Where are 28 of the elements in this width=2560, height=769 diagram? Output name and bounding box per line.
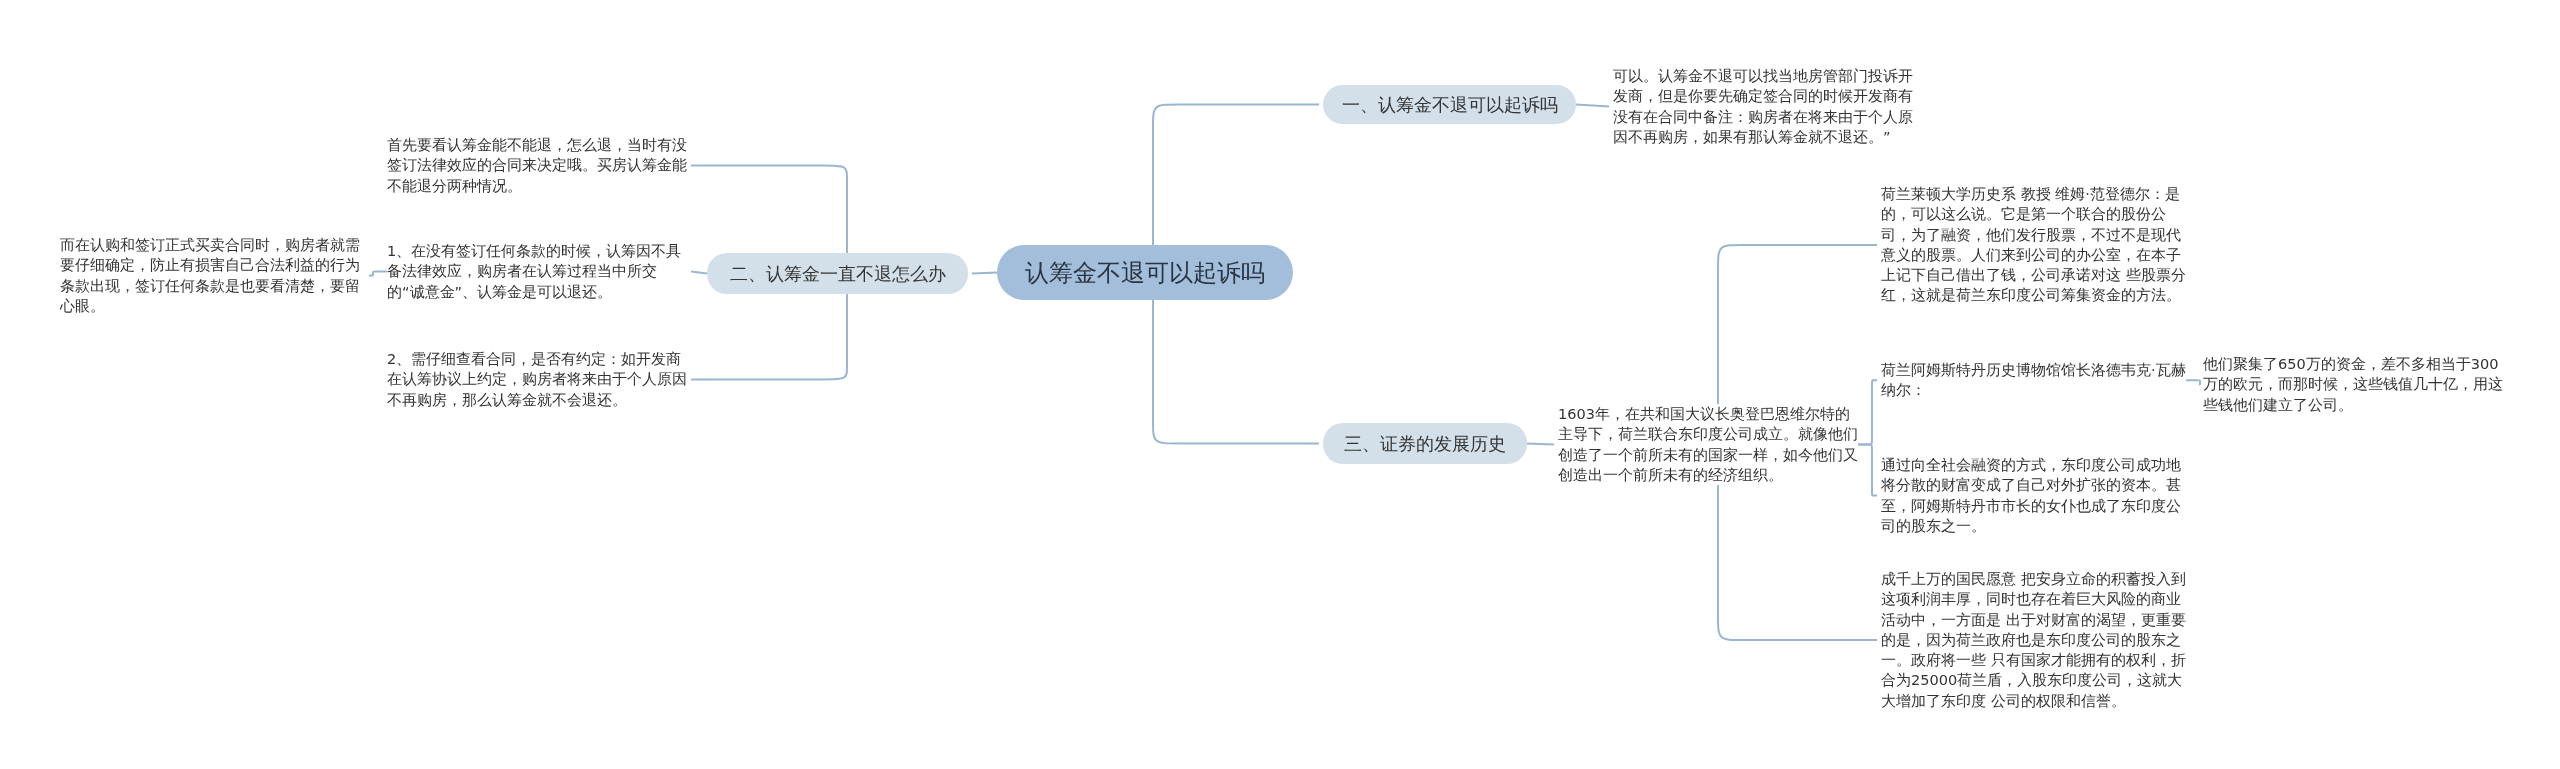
topic-text: 荷兰阿姆斯特丹历史博物馆馆长洛德韦克·瓦赫纳尔： [1881, 360, 2186, 401]
connector-line [1717, 243, 1878, 405]
topic-text: 1、在没有签订任何条款的时候，认筹因不具备法律效应，购房者在认筹过程当中所交的“诚意金”、认筹金是可以退还。 [387, 241, 687, 302]
central-topic: 认筹金不退可以起诉吗 [997, 245, 1293, 300]
connector-line [1526, 442, 1555, 446]
connector-line [971, 271, 998, 275]
topic-text: 通过向全社会融资的方式，东印度公司成功地将分散的财富变成了自己对外扩张的资本。甚至，阿姆斯特丹市市长的女仆也成了东印度公司的股东之一。 [1881, 455, 2186, 537]
connector-line [690, 293, 848, 381]
topic-text: 他们聚集了650万的资金，差不多相当于300万的欧元，而那时候，这些钱值几十亿，用这些钱他们建立了公司。 [2203, 354, 2508, 415]
branch-topic: 二、认筹金一直不退怎么办 [707, 253, 968, 294]
topic-text: 1603年，在共和国大议长奥登巴恩维尔特的主导下，荷兰联合东印度公司成立。就像他们创造了一个前所未有的国家一样，如今他们又创造出一个前所未有的经济组织。 [1558, 404, 1858, 486]
topic-text: 荷兰莱顿大学历史系 教授 维姆·范登德尔：是的，可以这么说。它是第一个联合的股份公司，为了融资，他们发行股票，不过不是现代意义的股票。人们来到公司的办公室，在本子上记下自己借出了钱，公司承诺对这 些股票分红，这就是荷兰东印度公司筹集资金的方法。 [1881, 184, 2186, 306]
branch-topic: 三、证券的发展历史 [1323, 423, 1527, 464]
topic-text: 2、需仔细查看合同，是否有约定：如开发商在认筹协议上约定，购房者将来由于个人原因不再购房，那么认筹金就不会退还。 [387, 349, 687, 410]
topic-text: 成千上万的国民愿意 把安身立命的积蓄投入到这项利润丰厚，同时也存在着巨大风险的商业活动中，一方面是 出于对财富的渴望，更重要的是，因为荷兰政府也是东印度公司的股东之一。政府将一些 只有国家才能拥有的权利，折合为25000荷兰盾，入股东印度公司，这就大大增加了东印度 公司的权限和信誉。 [1881, 569, 2186, 712]
connector-line [1152, 299, 1320, 445]
topic-text: 可以。认筹金不退可以找当地房管部门投诉开发商，但是你要先确定签合同的时候开发商有没有在合同中备注：购房者在将来由于个人原因不再购房，如果有那认筹金就不退还。” [1613, 66, 1918, 148]
connector-line [1575, 103, 1610, 108]
topic-text: 首先要看认筹金能不能退，怎么退，当时有没签订法律效应的合同来决定哦。买房认筹金能不能退分两种情况。 [387, 135, 687, 196]
branch-topic: 一、认筹金不退可以起诉吗 [1323, 85, 1576, 124]
topic-text: 而在认购和签订正式买卖合同时，购房者就需要仔细确定，防止有损害自己合法利益的行为条款出现，签订任何条款是也要看清楚，要留心眼。 [60, 235, 365, 317]
connector-line [690, 270, 708, 275]
connector-line [690, 164, 848, 254]
connector-line [1152, 103, 1320, 246]
connector-line [1717, 484, 1878, 642]
connector-line [368, 270, 388, 277]
connector-line [1857, 443, 1878, 497]
connector-line [2185, 379, 2201, 386]
